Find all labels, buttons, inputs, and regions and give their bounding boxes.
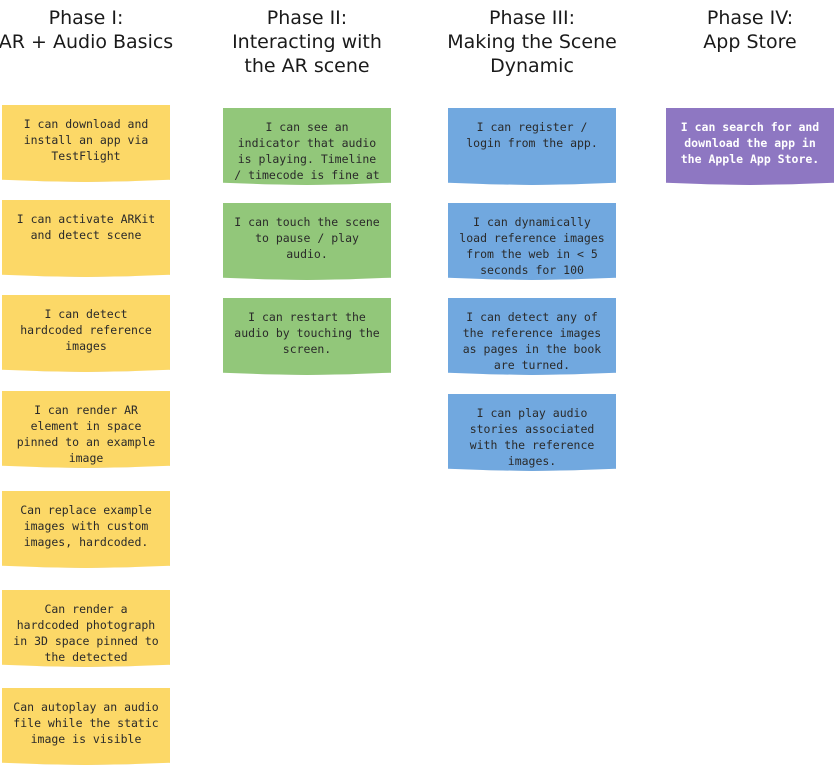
sticky-note-text: Can render a hardcoded photograph in 3D … xyxy=(13,602,159,667)
sticky-note-text: Can replace example images with custom i… xyxy=(20,503,152,549)
sticky-note[interactable]: I can see an indicator that audio is pla… xyxy=(223,108,391,185)
sticky-note[interactable]: I can render AR element in space pinned … xyxy=(2,391,170,468)
sticky-note[interactable]: Can replace example images with custom i… xyxy=(2,491,170,568)
sticky-note-text: I can search for and download the app in… xyxy=(680,120,820,166)
sticky-note-text: I can play audio stories associated with… xyxy=(469,406,595,468)
sticky-note[interactable]: I can register / login from the app. xyxy=(448,108,616,185)
phase-1-title: Phase I: AR + Audio Basics xyxy=(0,7,174,53)
sticky-note[interactable]: Can render a hardcoded photograph in 3D … xyxy=(2,590,170,667)
sticky-note[interactable]: I can detect any of the reference images… xyxy=(448,298,616,375)
sticky-note[interactable]: I can download and install an app via Te… xyxy=(2,105,170,182)
sticky-note-text: I can render AR element in space pinned … xyxy=(16,403,156,465)
sticky-note-text: I can touch the scene to pause / play au… xyxy=(234,215,380,261)
sticky-note-text: I can detect any of the reference images… xyxy=(462,310,602,372)
phase-4-title: Phase IV: App Store xyxy=(703,7,797,53)
sticky-note-text: I can activate ARKit and detect scene xyxy=(16,212,156,242)
sticky-note[interactable]: Can autoplay an audio file while the sta… xyxy=(2,688,170,765)
sticky-note-text: Can autoplay an audio file while the sta… xyxy=(13,700,159,746)
sticky-note-text: I can see an indicator that audio is pla… xyxy=(234,120,380,185)
sticky-note[interactable]: I can detect hardcoded reference images xyxy=(2,295,170,372)
sticky-note-text: I can register / login from the app. xyxy=(466,120,598,150)
sticky-note[interactable]: I can dynamically load reference images … xyxy=(448,203,616,280)
sticky-note[interactable]: I can restart the audio by touching the … xyxy=(223,298,391,375)
phase-2-title: Phase II: Interacting with the AR scene xyxy=(232,7,382,77)
sticky-note[interactable]: I can play audio stories associated with… xyxy=(448,394,616,471)
sticky-note-text: I can dynamically load reference images … xyxy=(459,215,605,280)
sticky-note[interactable]: I can activate ARKit and detect scene xyxy=(2,200,170,277)
sticky-note-text: I can download and install an app via Te… xyxy=(23,117,149,163)
sticky-note-text: I can detect hardcoded reference images xyxy=(20,307,152,353)
sticky-note[interactable]: I can touch the scene to pause / play au… xyxy=(223,203,391,280)
phase-3-title: Phase III: Making the Scene Dynamic xyxy=(447,7,617,77)
sticky-note-text: I can restart the audio by touching the … xyxy=(234,310,380,356)
sticky-note[interactable]: I can search for and download the app in… xyxy=(666,108,834,185)
